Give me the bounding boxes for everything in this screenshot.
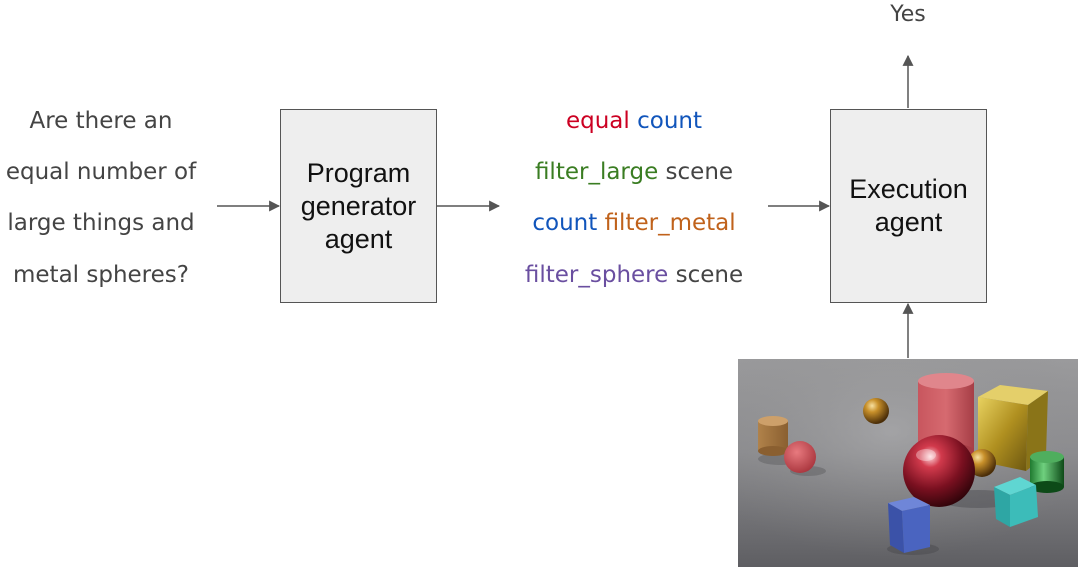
execution-agent-label: agent <box>874 207 943 237</box>
brown-cylinder <box>758 416 788 456</box>
red-rubber-sphere <box>784 441 816 473</box>
program-generator-label: generator <box>300 190 417 221</box>
execution-agent-label: Execution <box>849 174 968 204</box>
program-token: filter_sphere <box>524 262 669 288</box>
program-line: filter_large scene <box>500 159 768 185</box>
program-generator-label: Program <box>306 157 411 188</box>
green-metal-cylinder <box>1030 451 1064 493</box>
question-line: Are there an <box>29 108 173 134</box>
program-line: equal count <box>500 108 768 134</box>
program-token: scene <box>665 159 734 185</box>
blue-cube <box>888 497 930 553</box>
execution-agent-box: Execution agent <box>830 109 987 303</box>
gold-metal-sphere <box>863 398 889 424</box>
program-generator-label: agent <box>324 223 393 254</box>
cyan-cube <box>994 477 1038 527</box>
program-token: count <box>637 108 702 134</box>
program-generator-box: Program generator agent <box>280 109 437 303</box>
program-line: count filter_metal <box>500 210 768 236</box>
question-line: large things and <box>7 210 195 236</box>
small-gold-sphere <box>968 449 996 477</box>
scene-image <box>738 359 1078 567</box>
question-line: equal number of <box>5 159 197 185</box>
program-token: count <box>532 210 598 236</box>
program-token: filter_large <box>534 159 659 185</box>
program-token: scene <box>675 262 744 288</box>
red-metal-sphere <box>903 435 975 507</box>
program-token: filter_metal <box>604 210 736 236</box>
question-line: metal spheres? <box>13 262 189 288</box>
answer-text: Yes <box>890 2 926 27</box>
program-token: equal <box>565 108 630 134</box>
program-line: filter_sphere scene <box>500 262 768 288</box>
